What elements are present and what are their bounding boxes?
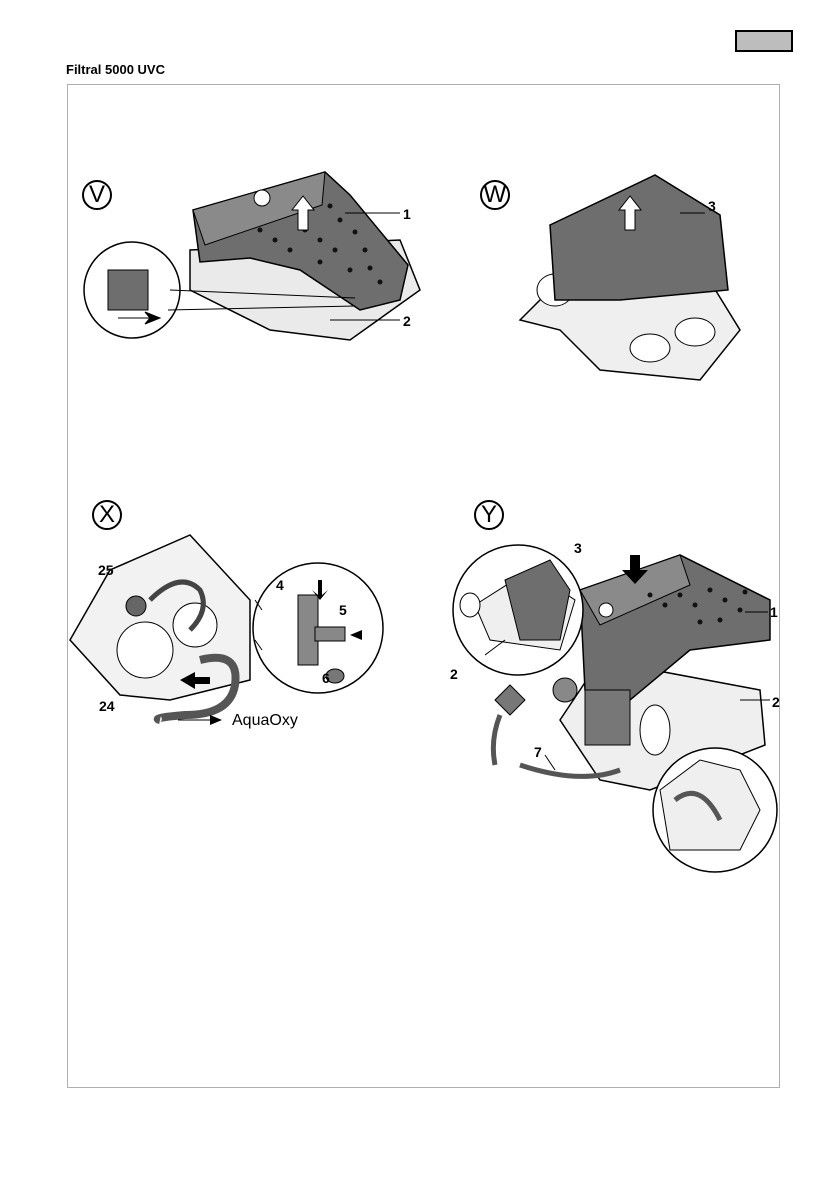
callout-y-2-left: 2 bbox=[450, 666, 458, 682]
callout-y-3: 3 bbox=[574, 540, 582, 556]
callout-y-7: 7 bbox=[534, 744, 542, 760]
callout-y-1: 1 bbox=[770, 604, 778, 620]
figure-y-drawing bbox=[0, 0, 840, 900]
callout-y-2-right: 2 bbox=[772, 694, 780, 710]
